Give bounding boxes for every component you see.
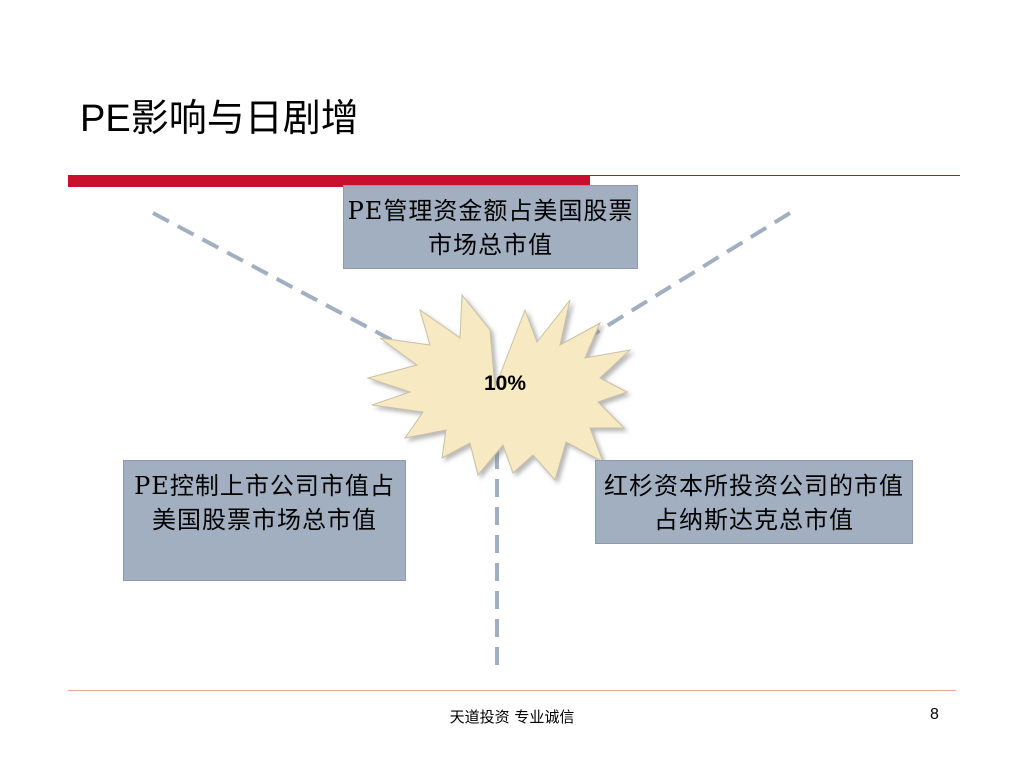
slide-title: PE影响与日剧增 (80, 98, 359, 140)
box-pe-managed-assets: PE管理资金额占美国股票市场总市值 (343, 185, 638, 269)
page-number: 8 (930, 706, 939, 723)
footer-divider (68, 690, 956, 691)
box-pe-controlled-market-cap: PE控制上市公司市值占美国股票市场总市值 (123, 460, 406, 581)
box-sequoia-text: 红杉资本所投资公司的市值占纳斯达克总市值 (604, 472, 904, 534)
title-underline-red (68, 175, 590, 187)
box-sequoia-portfolio-share: 红杉资本所投资公司的市值占纳斯达克总市值 (595, 460, 913, 544)
starburst-shape (366, 293, 632, 482)
footer-text: 天道投资 专业诚信 (449, 708, 575, 726)
center-value-label: 10% (483, 372, 527, 395)
title-underline-thin (590, 175, 960, 176)
